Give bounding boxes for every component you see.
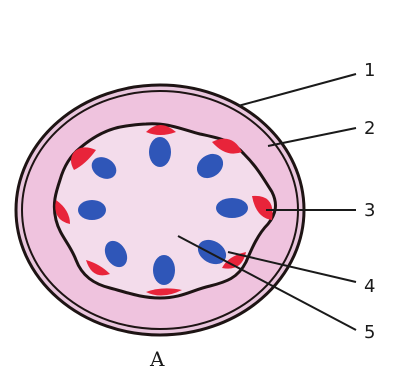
label-5: 5 [364,322,375,343]
leader-line-1 [238,74,356,106]
label-4: 4 [364,276,375,297]
xylem-right [216,198,248,218]
leader-line-2 [268,128,356,146]
xylem-bottom [153,255,175,285]
xylem-top [149,137,171,167]
label-2: 2 [364,118,375,139]
figure-caption: A [149,347,165,371]
label-1: 1 [364,60,375,81]
label-group: 1 2 3 4 5 [364,60,375,343]
label-3: 3 [364,200,375,221]
xylem-left [78,200,106,220]
